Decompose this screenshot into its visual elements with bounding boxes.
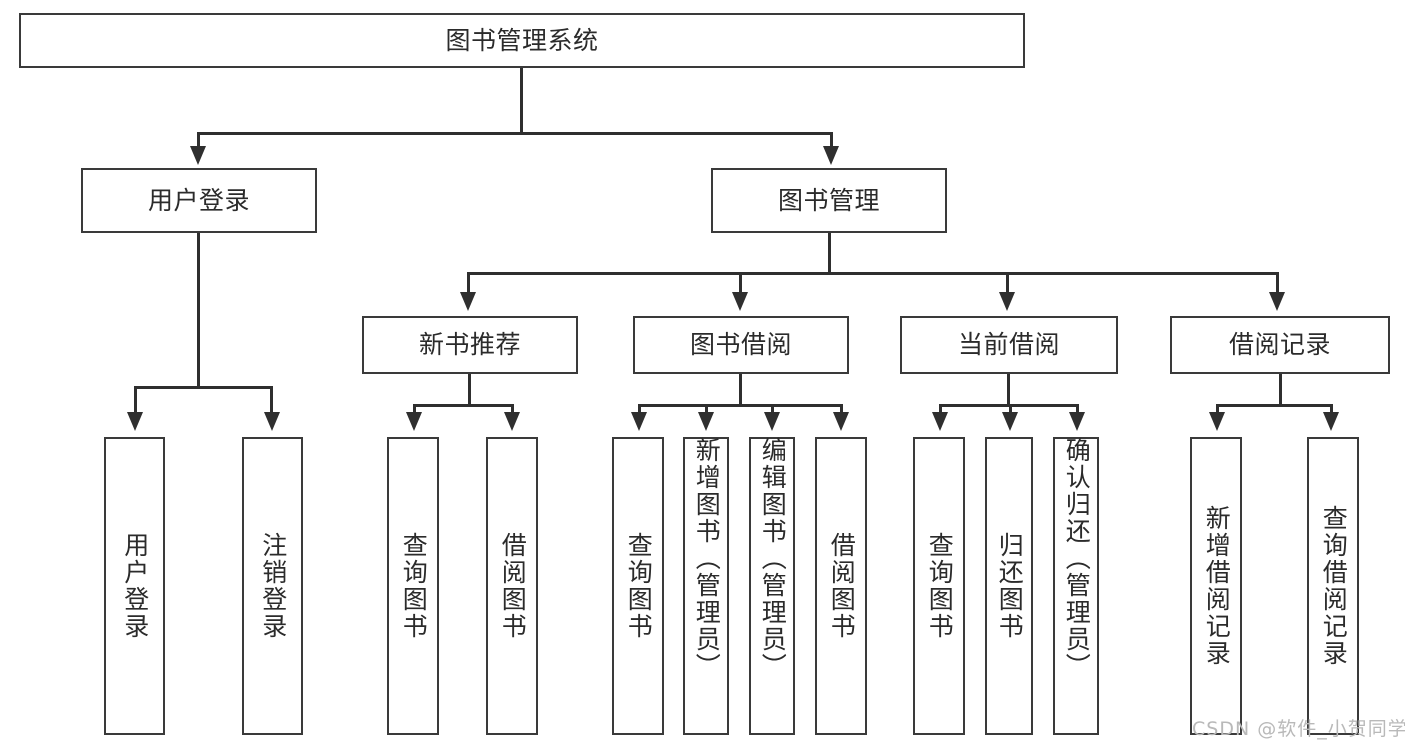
arrow-to-new-book-recommend [460, 292, 476, 311]
arrow-to-leaf-add-record [1209, 412, 1225, 431]
node-user-login[interactable]: 用户登录 [81, 168, 317, 233]
arrow-to-leaf-borrow-book-2 [833, 412, 849, 431]
connector-root-drop-right [830, 132, 833, 146]
connector-recommend-stem [468, 374, 471, 406]
leaf-logout-login-label: 注销登录 [258, 532, 288, 640]
leaf-add-borrow-record[interactable]: 新增借阅记录 [1190, 437, 1242, 735]
node-user-login-label: 用户登录 [147, 185, 250, 215]
csdn-watermark: CSDN @软件_小贺同学 [1192, 718, 1405, 740]
connector-user-login-drop-1 [134, 386, 137, 412]
arrow-to-leaf-query-book-3 [932, 412, 948, 431]
leaf-user-login-label: 用户登录 [120, 532, 150, 640]
node-root-label: 图书管理系统 [445, 25, 599, 55]
leaf-query-borrow-record[interactable]: 查询借阅记录 [1307, 437, 1359, 735]
node-borrow-record[interactable]: 借阅记录 [1170, 316, 1390, 374]
leaf-borrow-book-recommend-label: 借阅图书 [498, 532, 528, 640]
arrow-to-current-borrow [999, 292, 1015, 311]
connector-root-drop-left [197, 132, 200, 146]
connector-l3-drop-1 [467, 272, 470, 292]
node-borrow-record-label: 借阅记录 [1228, 330, 1331, 360]
connector-recommend-drop-1 [413, 404, 416, 412]
connector-l3-drop-4 [1276, 272, 1279, 292]
leaf-logout-login[interactable]: 注销登录 [242, 437, 303, 735]
leaf-confirm-return-admin[interactable]: 确认归还（管理员） [1053, 437, 1099, 735]
leaf-query-book-borrow-label: 查询图书 [624, 532, 654, 640]
connector-borrow-bus [638, 404, 843, 407]
leaf-edit-book-admin-label: 编辑图书（管理员） [758, 437, 788, 680]
arrow-to-leaf-query-record [1323, 412, 1339, 431]
arrow-to-book-borrow [732, 292, 748, 311]
connector-borrow-drop-1 [638, 404, 641, 412]
node-root[interactable]: 图书管理系统 [19, 13, 1025, 68]
leaf-borrow-book-borrow-label: 借阅图书 [827, 532, 857, 640]
node-new-book-recommend[interactable]: 新书推荐 [362, 316, 578, 374]
arrow-to-leaf-query-book-1 [406, 412, 422, 431]
connector-root-bus [197, 132, 833, 135]
leaf-query-book-borrow[interactable]: 查询图书 [612, 437, 664, 735]
connector-current-stem [1007, 374, 1010, 406]
connector-record-bus [1216, 404, 1333, 407]
connector-user-login-drop-2 [270, 386, 273, 412]
arrow-to-leaf-add-book [698, 412, 714, 431]
connector-borrow-drop-3 [771, 404, 774, 412]
connector-l3-drop-3 [1006, 272, 1009, 292]
leaf-add-borrow-record-label: 新增借阅记录 [1202, 505, 1232, 667]
leaf-confirm-return-admin-label: 确认归还（管理员） [1062, 437, 1092, 680]
connector-current-drop-1 [939, 404, 942, 412]
leaf-query-book-current-label: 查询图书 [925, 532, 955, 640]
arrow-to-leaf-return-book [1002, 412, 1018, 431]
connector-record-drop-2 [1330, 404, 1333, 412]
connector-recommend-bus [413, 404, 514, 407]
node-book-borrow-label: 图书借阅 [689, 330, 792, 360]
node-book-borrow[interactable]: 图书借阅 [633, 316, 849, 374]
arrow-to-book-management [823, 146, 839, 165]
arrow-to-leaf-query-book-2 [631, 412, 647, 431]
arrow-to-leaf-edit-book [764, 412, 780, 431]
connector-current-drop-3 [1076, 404, 1079, 412]
leaf-user-login[interactable]: 用户登录 [104, 437, 165, 735]
node-current-borrow-label: 当前借阅 [957, 330, 1060, 360]
connector-user-login-stem [197, 233, 200, 388]
connector-borrow-stem [739, 374, 742, 406]
node-current-borrow[interactable]: 当前借阅 [900, 316, 1118, 374]
leaf-query-book-current[interactable]: 查询图书 [913, 437, 965, 735]
connector-borrow-drop-4 [840, 404, 843, 412]
leaf-borrow-book-recommend[interactable]: 借阅图书 [486, 437, 538, 735]
node-book-management[interactable]: 图书管理 [711, 168, 947, 233]
leaf-add-book-admin[interactable]: 新增图书（管理员） [683, 437, 729, 735]
connector-root-stem [520, 68, 523, 134]
connector-record-drop-1 [1216, 404, 1219, 412]
leaf-query-borrow-record-label: 查询借阅记录 [1319, 505, 1349, 667]
node-book-management-label: 图书管理 [777, 185, 880, 215]
connector-record-stem [1279, 374, 1282, 406]
connector-l3-drop-2 [739, 272, 742, 292]
connector-book-management-stem [828, 233, 831, 274]
arrow-to-user-login [190, 146, 206, 165]
leaf-query-book-recommend-label: 查询图书 [399, 532, 429, 640]
arrow-to-leaf-logout-login [264, 412, 280, 431]
arrow-to-borrow-record [1269, 292, 1285, 311]
leaf-add-book-admin-label: 新增图书（管理员） [692, 437, 722, 680]
connector-recommend-drop-2 [511, 404, 514, 412]
connector-book-management-bus [467, 272, 1279, 275]
arrow-to-leaf-borrow-book-1 [504, 412, 520, 431]
leaf-return-book-label: 归还图书 [995, 532, 1025, 640]
connector-user-login-bus [134, 386, 273, 389]
connector-borrow-drop-2 [705, 404, 708, 412]
leaf-borrow-book-borrow[interactable]: 借阅图书 [815, 437, 867, 735]
connector-current-drop-2 [1009, 404, 1012, 412]
leaf-query-book-recommend[interactable]: 查询图书 [387, 437, 439, 735]
leaf-return-book[interactable]: 归还图书 [985, 437, 1033, 735]
leaf-edit-book-admin[interactable]: 编辑图书（管理员） [749, 437, 795, 735]
arrow-to-leaf-user-login [127, 412, 143, 431]
node-new-book-recommend-label: 新书推荐 [418, 330, 521, 360]
arrow-to-leaf-confirm-return [1069, 412, 1085, 431]
